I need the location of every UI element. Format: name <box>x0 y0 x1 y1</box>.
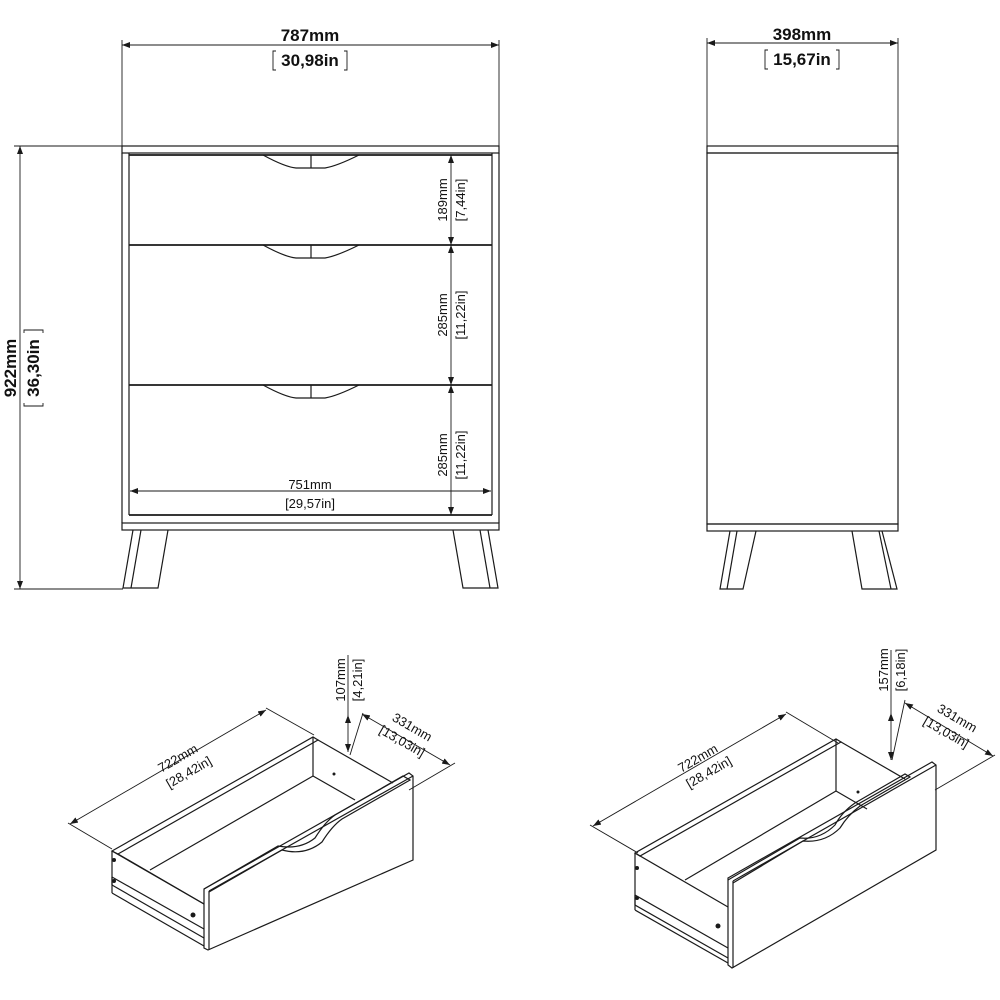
drawer-large-iso: 722mm [28,42in] 331mm [13,03in] 157mm [6… <box>589 648 996 969</box>
drawer-small-iso: 722mm [28,42in] 331mm [13,03in] 107mm [4… <box>67 655 456 951</box>
drawer-3-height-in: [11,22in] <box>453 431 468 480</box>
drawer-2-height-in: [11,22in] <box>453 291 468 340</box>
drawer-1-height-mm: 189mm <box>435 178 450 221</box>
overall-width-mm: 787mm <box>281 26 340 45</box>
drawer-3-height-mm: 285mm <box>435 433 450 476</box>
drawer-handle-1 <box>262 154 360 169</box>
drawer-handle-3 <box>262 384 360 399</box>
drawer-2-height-mm: 285mm <box>435 293 450 336</box>
drawer-1-height-in: [7,44in] <box>453 179 468 222</box>
overall-height-mm: 922mm <box>1 339 20 398</box>
drawer-handle-2 <box>262 244 360 259</box>
inner-width-mm: 751mm <box>288 477 331 492</box>
side-depth-in: 15,67in <box>773 50 831 69</box>
overall-width-in: 30,98in <box>281 51 339 70</box>
drawer-large-height-mm: 157mm <box>876 648 891 691</box>
inner-width-in: [29,57in] <box>285 496 335 511</box>
overall-height-in: 36,30in <box>24 339 43 397</box>
side-depth-mm: 398mm <box>773 25 832 44</box>
drawer-small-height-mm: 107mm <box>333 658 348 701</box>
front-view: 787mm 30,98in <box>1 26 500 590</box>
side-view: 398mm 15,67in <box>706 25 899 590</box>
drawer-small-height-in: [4,21in] <box>350 659 365 702</box>
drawer-large-height-in: [6,18in] <box>893 649 908 692</box>
